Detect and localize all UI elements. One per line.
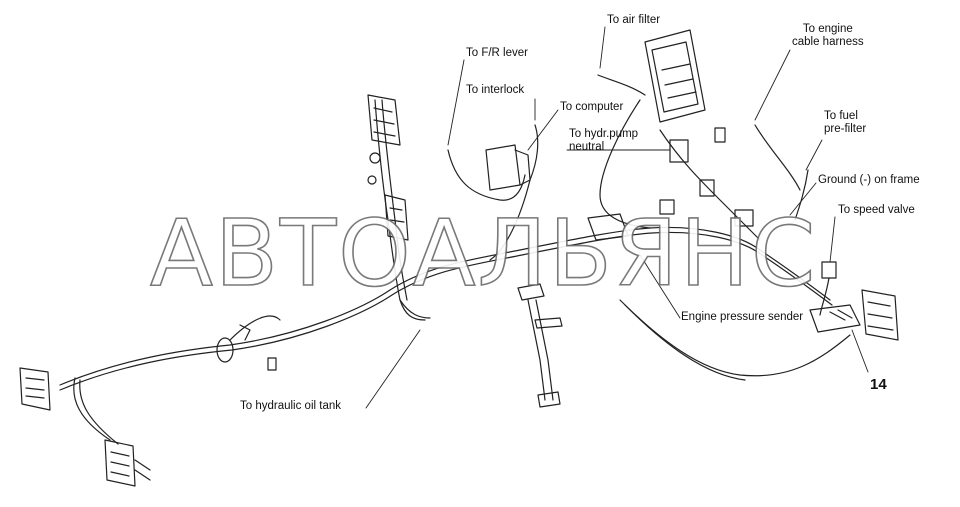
ecu-panel xyxy=(644,29,706,123)
leader-hydraulic-tank xyxy=(365,329,421,409)
leader-fr-lever xyxy=(447,59,465,146)
leader-engine-cable xyxy=(754,49,791,121)
bracket-plate xyxy=(216,315,281,371)
leader-part-14 xyxy=(851,329,869,373)
column-harness-cable-2 xyxy=(381,99,408,301)
hydraulic-tank-lead xyxy=(399,299,431,319)
label-to-air-filter: To air filter xyxy=(607,14,661,26)
fr-lever-lead xyxy=(447,149,526,201)
fuel-prefilter-lead xyxy=(794,169,809,221)
label-to-interlock: To interlock xyxy=(466,84,525,96)
label-to-computer: To computer xyxy=(560,101,624,113)
computer-lead xyxy=(489,179,531,261)
speed-valve-connector xyxy=(819,261,837,316)
left-branch-cable-2 xyxy=(79,379,119,445)
computer-module xyxy=(485,144,531,191)
watermark-text: АВТОАЛЬЯНС xyxy=(149,199,818,308)
interlock-lead xyxy=(529,124,539,181)
leader-lines xyxy=(365,26,869,409)
connector-module-left-bottom xyxy=(104,439,151,487)
label-to-speed-valve: To speed valve xyxy=(838,204,915,216)
label-engine-pressure-sender: Engine pressure sender xyxy=(681,311,804,323)
column-harness-cable xyxy=(374,99,426,321)
air-filter-lead xyxy=(597,74,646,96)
column-connector-block xyxy=(367,94,409,241)
central-harness-loop-2 xyxy=(659,129,761,241)
leader-computer xyxy=(527,109,559,151)
leader-fuel-prefilter xyxy=(805,139,823,171)
label-to-hydraulic-oil-tank: To hydraulic oil tank xyxy=(240,400,341,412)
main-harness-cable-outline xyxy=(59,231,833,391)
leader-speed-valve xyxy=(829,216,836,263)
part-number-label: 14 xyxy=(870,376,887,393)
leader-ground xyxy=(789,182,817,216)
engine-cable-lead xyxy=(754,124,801,191)
label-to-hydr-pump-neutral: To hydr.pump neutral xyxy=(569,128,639,153)
pedal-assembly xyxy=(517,283,563,408)
lower-harness-cable xyxy=(619,299,851,377)
label-to-fuel-prefilter: To fuel pre-filter xyxy=(824,110,867,135)
main-harness-cable xyxy=(59,226,831,386)
connector-module-left-top xyxy=(19,367,51,411)
left-branch-cable xyxy=(73,377,111,441)
lower-harness-cable-2 xyxy=(624,304,746,381)
switch-box xyxy=(587,213,629,241)
central-connectors xyxy=(659,127,754,227)
leader-air-filter xyxy=(599,26,606,69)
label-to-engine-cable-harness: To engine cable harness xyxy=(792,23,864,48)
label-ground-on-frame: Ground (-) on frame xyxy=(818,174,920,186)
harness-plug-cluster xyxy=(809,304,861,333)
label-to-fr-lever: To F/R lever xyxy=(466,47,528,59)
leader-engine-pressure xyxy=(639,254,681,319)
right-connector-module xyxy=(861,289,899,341)
